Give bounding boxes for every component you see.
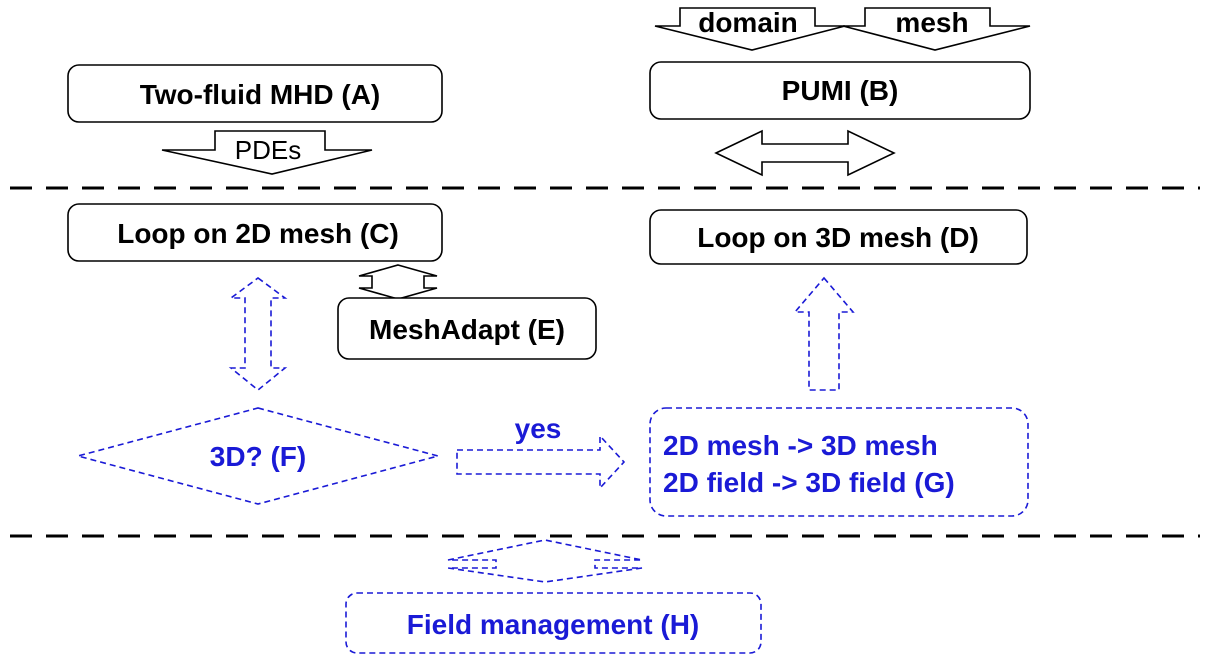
two-fluid-mhd-box bbox=[67, 64, 443, 123]
field-management-label: Field management (H) bbox=[407, 609, 699, 640]
decision-3d-label: 3D? (F) bbox=[210, 441, 306, 472]
pumi-box bbox=[649, 61, 1031, 120]
convert-line2: 2D field -> 3D field (G) bbox=[663, 467, 955, 498]
yes-label: yes bbox=[515, 413, 562, 444]
meshadapt-label: MeshAdapt (E) bbox=[369, 314, 565, 345]
loop-3d-label: Loop on 3D mesh (D) bbox=[697, 222, 979, 253]
pumi-loop3d-double-arrow bbox=[714, 129, 896, 177]
pdes-arrow bbox=[161, 130, 373, 175]
pumi-label: PUMI (B) bbox=[782, 75, 899, 106]
loop-2d-box bbox=[67, 203, 443, 262]
convert-to-loop3d-arrow bbox=[793, 276, 855, 391]
decision-3d-diamond bbox=[74, 407, 442, 505]
meshadapt-box bbox=[337, 297, 597, 360]
domain-label: domain bbox=[698, 7, 798, 38]
two-fluid-mhd-label: Two-fluid MHD (A) bbox=[140, 79, 381, 110]
pdes-label: PDEs bbox=[235, 135, 301, 165]
yes-arrow bbox=[456, 433, 626, 491]
loop-3d-box bbox=[649, 209, 1028, 265]
mesh-label: mesh bbox=[895, 7, 968, 38]
convert-line1: 2D mesh -> 3D mesh bbox=[663, 430, 938, 461]
domain-input-arrow bbox=[654, 7, 846, 51]
field-management-double-arrow bbox=[447, 539, 643, 583]
loop-2d-label: Loop on 2D mesh (C) bbox=[117, 218, 399, 249]
mesh-input-arrow bbox=[842, 7, 1031, 51]
field-management-box bbox=[345, 592, 762, 654]
loop2d-meshadapt-double-arrow bbox=[358, 264, 438, 300]
loop2d-decision-double-arrow bbox=[228, 277, 288, 392]
convert-box bbox=[649, 407, 1029, 517]
